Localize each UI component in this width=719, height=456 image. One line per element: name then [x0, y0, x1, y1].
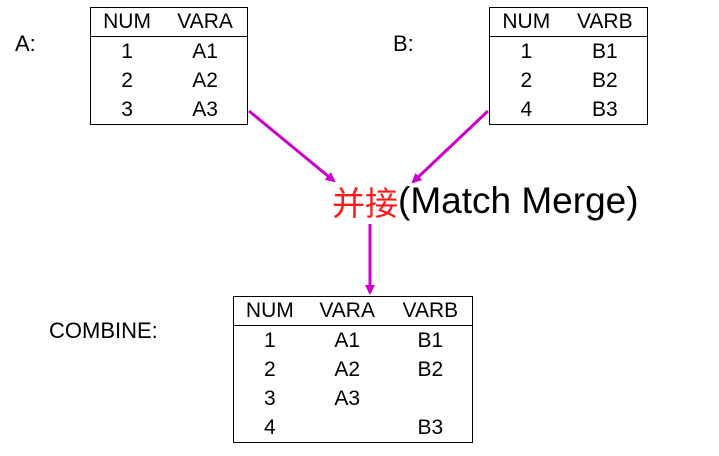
table-cell: A3 — [334, 386, 360, 410]
table-cell: 3 — [121, 97, 133, 121]
table-row: 4 B3 — [234, 413, 473, 443]
table-combine: NUM VARA VARB 1 A1 B1 2 A2 B2 3 A3 4 B3 — [233, 296, 473, 443]
merge-caption: 并接(Match Merge) — [332, 176, 639, 226]
table-cell: 1 — [121, 39, 133, 63]
table-row: 2 A2 — [91, 66, 248, 95]
table-cell: A3 — [192, 97, 218, 121]
table-cell: A2 — [192, 68, 218, 92]
merge-caption-english: (Match Merge) — [398, 180, 639, 221]
table-b: NUM VARB 1 B1 2 B2 4 B3 — [489, 7, 648, 125]
table-a-header-row: NUM VARA — [90, 7, 248, 37]
merge-caption-cjk: 并接 — [332, 184, 398, 223]
table-cell: 2 — [121, 68, 133, 92]
table-cell: B2 — [591, 68, 618, 92]
table-cell — [389, 384, 473, 413]
table-b-header-row: NUM VARB — [489, 7, 648, 37]
table-cell: A2 — [334, 357, 360, 381]
table-row: 1 A1 — [91, 37, 248, 67]
table-cell: B3 — [591, 97, 618, 121]
label-a: A: — [15, 31, 36, 56]
table-cell: 4 — [520, 97, 533, 121]
table-cell: A1 — [334, 328, 360, 352]
label-combine: COMBINE: — [49, 318, 158, 343]
table-cell: B1 — [591, 39, 618, 63]
table-row: 4 B3 — [490, 95, 648, 125]
table-cell: B3 — [417, 415, 444, 439]
label-b: B: — [393, 31, 414, 56]
table-combine-header-row: NUM VARA VARB — [233, 296, 473, 326]
table-row: 3 A3 — [234, 384, 473, 413]
table-row: 1 B1 — [490, 37, 648, 67]
table-cell: 2 — [520, 68, 533, 92]
table-row: 2 A2 B2 — [234, 355, 473, 384]
table-combine-header-vara: VARA — [305, 296, 389, 326]
table-combine-header-num: NUM — [233, 296, 306, 326]
table-b-header-num: NUM — [489, 7, 563, 37]
table-cell: 3 — [263, 386, 276, 410]
table-cell: 1 — [263, 328, 276, 352]
table-cell — [306, 413, 389, 443]
table-row: 2 B2 — [490, 66, 648, 95]
table-b-header-varb: VARB — [562, 7, 648, 37]
table-combine-header-varb: VARB — [388, 296, 473, 326]
arrow-b-to-merge — [411, 109, 490, 184]
table-cell: B2 — [417, 357, 444, 381]
table-cell: B1 — [417, 328, 444, 352]
table-a: NUM VARA 1 A1 2 A2 3 A3 — [90, 7, 248, 125]
table-cell: 4 — [263, 415, 276, 439]
table-cell: 1 — [520, 39, 533, 63]
table-row: 3 A3 — [91, 95, 248, 125]
table-a-header-vara: VARA — [163, 7, 248, 37]
table-a-header-num: NUM — [90, 7, 164, 37]
table-cell: A1 — [192, 39, 218, 63]
table-row: 1 A1 B1 — [234, 326, 473, 356]
table-cell: 2 — [263, 357, 276, 381]
arrow-a-to-merge — [248, 109, 336, 183]
